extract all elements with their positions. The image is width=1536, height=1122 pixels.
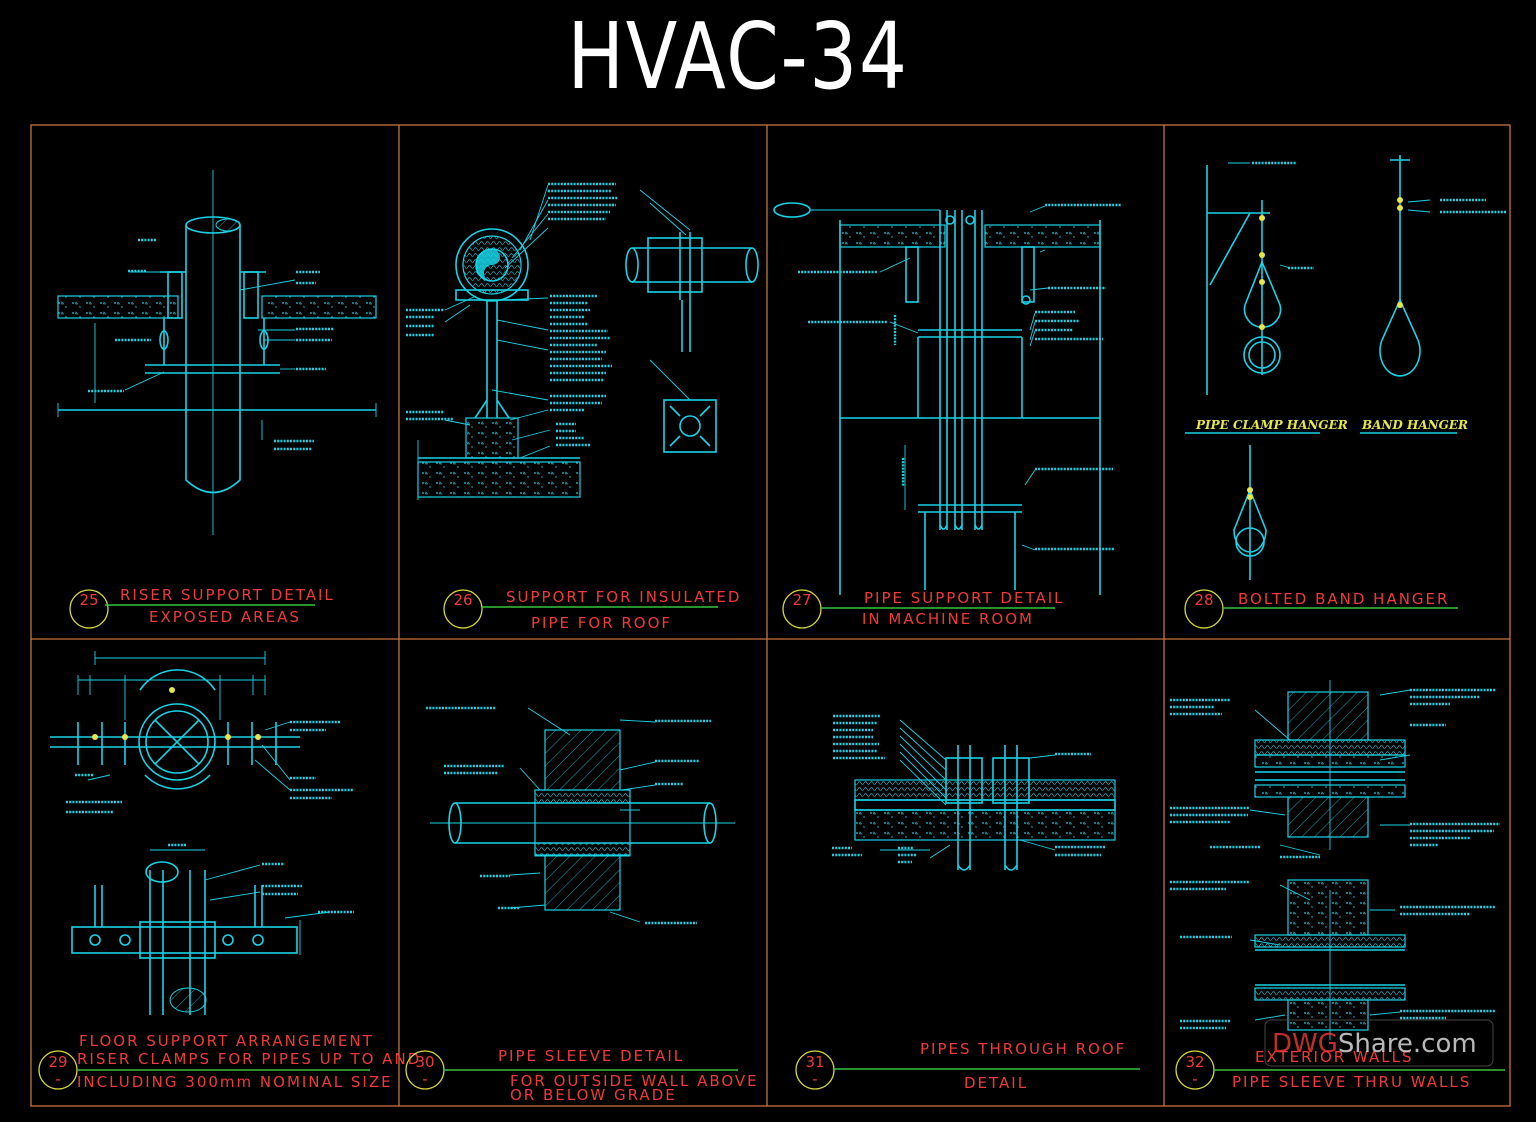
detail-25-drawing — [57, 170, 377, 535]
detail-sub-29: - — [55, 1070, 60, 1088]
detail-title-29-line1: FLOOR SUPPORT ARRANGEMENT — [79, 1032, 374, 1050]
detail-31-drawing — [832, 714, 1116, 871]
detail-sub-32: - — [1192, 1070, 1197, 1088]
detail-number-29: 29 — [48, 1053, 67, 1071]
title-block-26: 26 SUPPORT FOR INSULATED PIPE FOR ROOF — [443, 588, 741, 632]
detail-title-31-line2: DETAIL — [964, 1074, 1028, 1092]
detail-title-25-line1: RISER SUPPORT DETAIL — [120, 586, 335, 604]
detail-title-26-line2: PIPE FOR ROOF — [531, 614, 672, 632]
watermark: DWGShare.com — [1264, 1019, 1494, 1067]
title-block-28: 28 BOLTED BAND HANGER — [1184, 589, 1458, 629]
detail-title-32-line1: EXTERIOR WALLS — [1255, 1048, 1413, 1066]
band-hanger-label: BAND HANGER — [1361, 418, 1468, 432]
title-block-25: 25 RISER SUPPORT DETAIL EXPOSED AREAS — [69, 586, 335, 629]
detail-30-drawing — [426, 706, 735, 925]
detail-32-drawing — [1170, 680, 1500, 1040]
detail-number-32: 32 — [1185, 1053, 1204, 1071]
detail-title-29-line2: RISER CLAMPS FOR PIPES UP TO AND — [77, 1050, 421, 1068]
detail-number-31: 31 — [805, 1053, 824, 1071]
detail-title-27-line1: PIPE SUPPORT DETAIL — [864, 589, 1065, 607]
title-block-32: 32 - EXTERIOR WALLS PIPE SLEEVE THRU WAL… — [1175, 1048, 1505, 1091]
detail-28-drawing: PIPE CLAMP HANGER BAND HANGER — [1185, 155, 1506, 580]
detail-title-27-line2: IN MACHINE ROOM — [862, 610, 1034, 628]
detail-title-31-line1: PIPES THROUGH ROOF — [920, 1040, 1126, 1058]
title-block-29: 29 - FLOOR SUPPORT ARRANGEMENT RISER CLA… — [38, 1032, 421, 1091]
title-block-27: 27 PIPE SUPPORT DETAIL IN MACHINE ROOM — [782, 589, 1065, 629]
detail-title-30-line1: PIPE SLEEVE DETAIL — [498, 1047, 684, 1065]
detail-number-27: 27 — [792, 591, 811, 609]
detail-number-30: 30 — [415, 1053, 434, 1071]
detail-title-30-line3: OR BELOW GRADE — [510, 1086, 677, 1104]
pipe-clamp-hanger-label: PIPE CLAMP HANGER — [1195, 418, 1348, 432]
detail-number-25: 25 — [79, 591, 98, 609]
sheet-frame — [30, 124, 1511, 1107]
svg-text:DWGShare.com: DWGShare.com — [1272, 1029, 1477, 1059]
detail-26-drawing — [406, 182, 759, 500]
detail-title-25-line2: EXPOSED AREAS — [149, 608, 301, 626]
detail-title-26-line1: SUPPORT FOR INSULATED — [506, 588, 741, 606]
watermark-dwg: DWG — [1272, 1029, 1338, 1059]
detail-number-26: 26 — [453, 591, 472, 609]
title-block-31: 31 - PIPES THROUGH ROOF DETAIL — [795, 1040, 1140, 1092]
detail-title-28-line1: BOLTED BAND HANGER — [1238, 590, 1449, 608]
detail-29-drawing — [50, 651, 354, 1015]
detail-title-32-line2: PIPE SLEEVE THRU WALLS — [1232, 1073, 1471, 1091]
sheet-title: HVAC-34 — [567, 3, 909, 110]
detail-title-29-line3: INCLUDING 300mm NOMINAL SIZE — [77, 1073, 393, 1091]
detail-sub-31: - — [812, 1070, 817, 1088]
detail-sub-30: - — [422, 1070, 427, 1088]
detail-title-30-line2: FOR OUTSIDE WALL ABOVE — [510, 1072, 759, 1090]
title-block-30: 30 - PIPE SLEEVE DETAIL FOR OUTSIDE WALL… — [405, 1047, 759, 1104]
watermark-share: Share.com — [1338, 1029, 1477, 1059]
detail-27-drawing — [773, 202, 1121, 595]
detail-number-28: 28 — [1194, 591, 1213, 609]
